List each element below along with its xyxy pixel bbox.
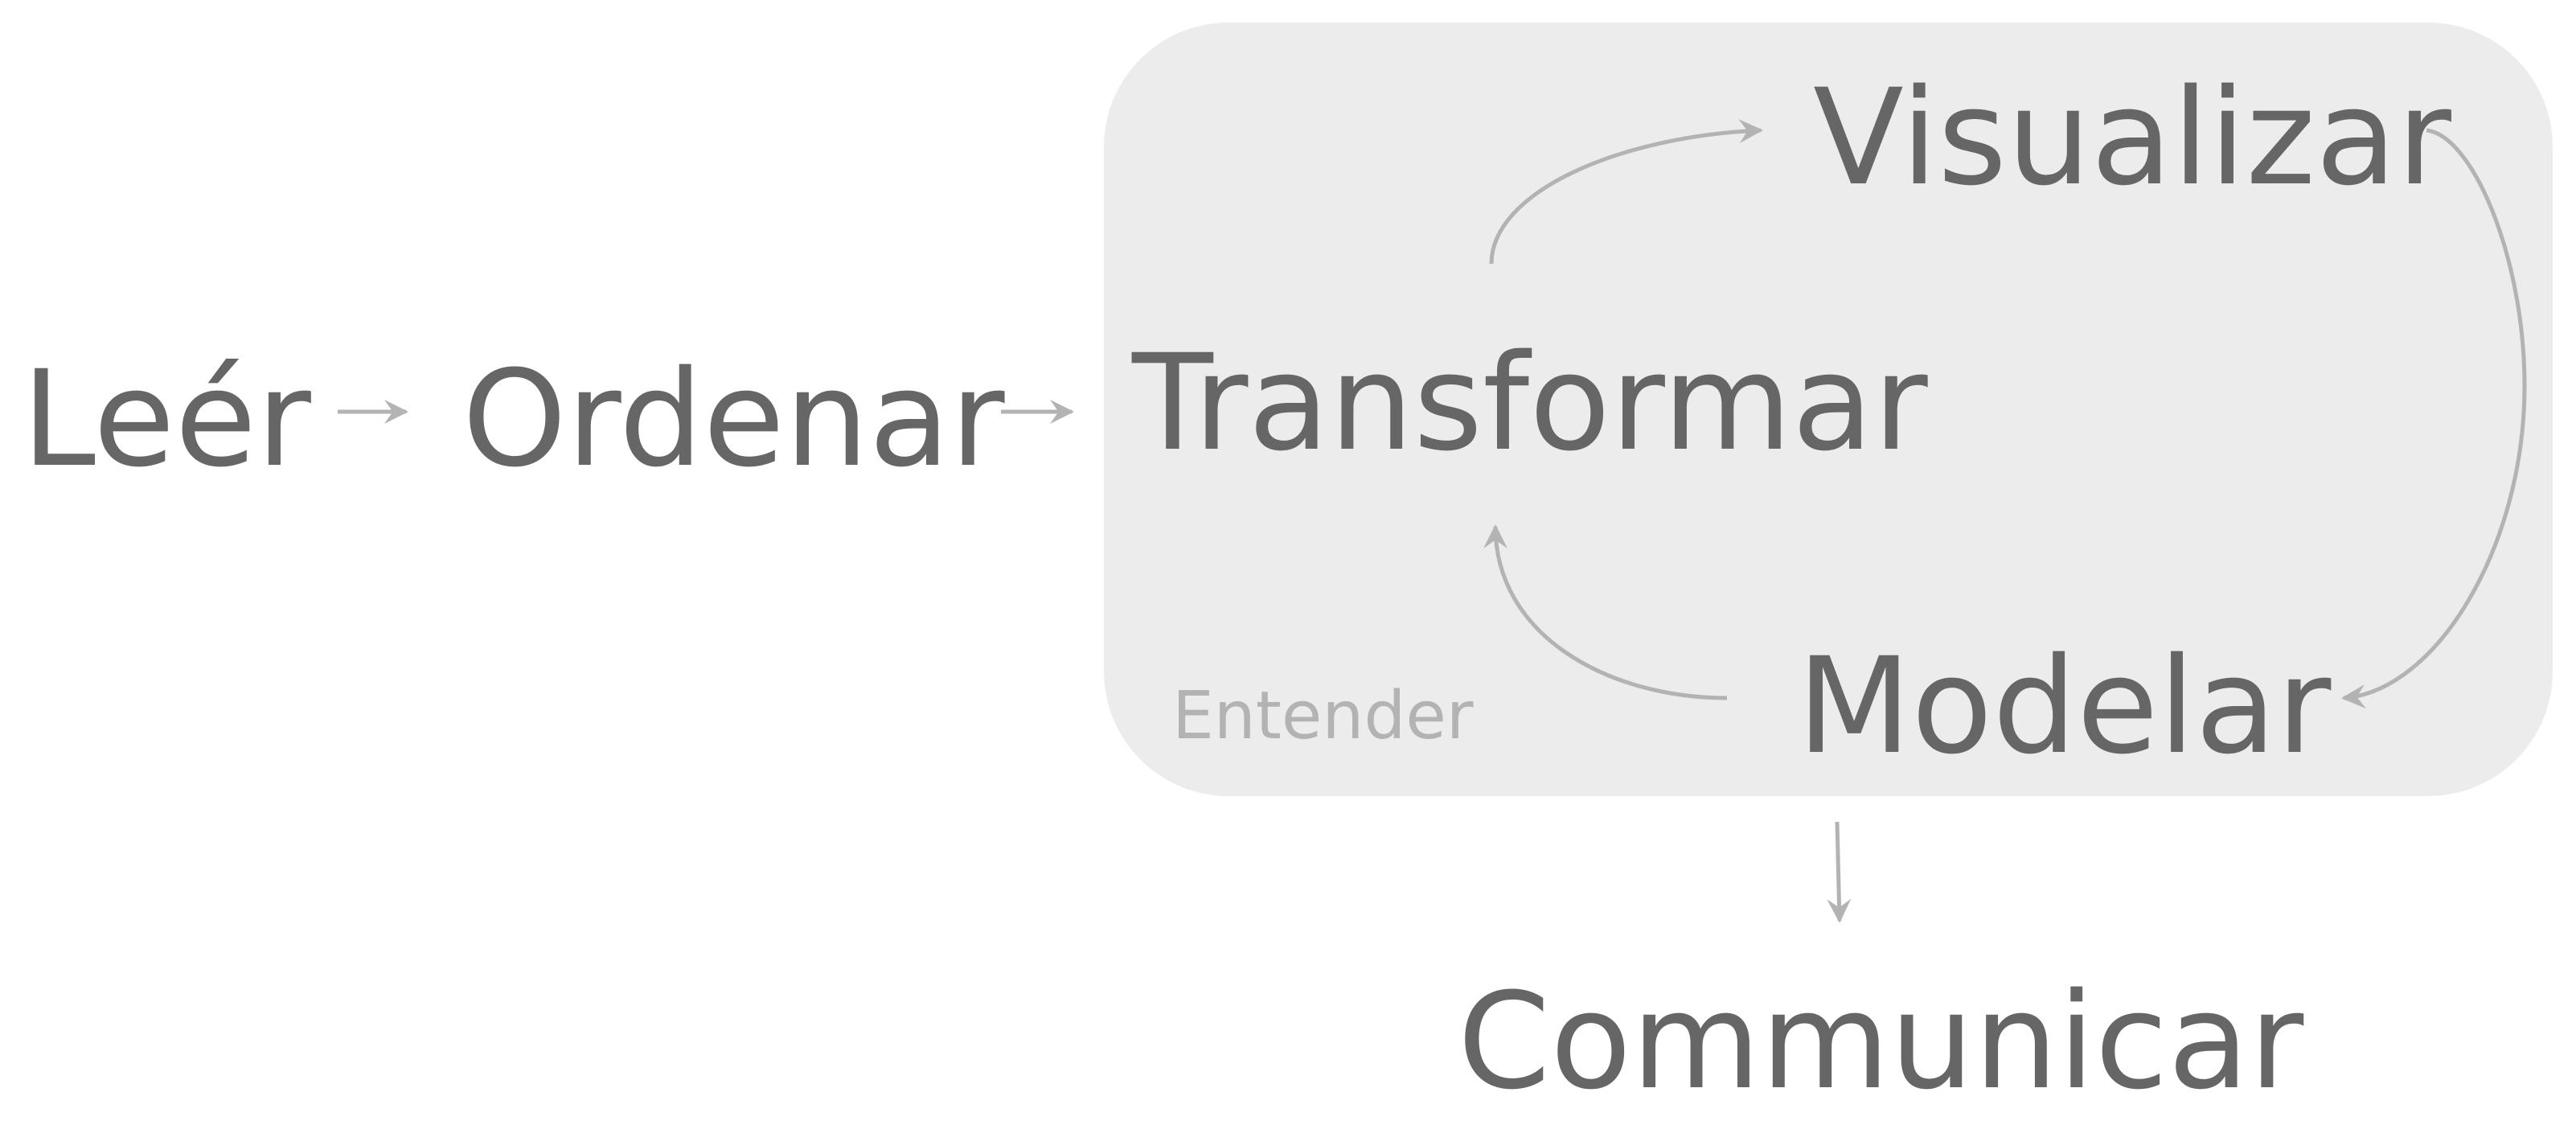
node-leer: Leér xyxy=(22,342,311,496)
understand-box-label: Entender xyxy=(1172,678,1474,754)
arrow-modelar-to-transformar xyxy=(1483,524,1728,700)
arrow-modelar-to-comunicar xyxy=(1827,821,1852,923)
nodes: Leér Ordenar Transformar Visualizar Mode… xyxy=(22,60,2451,1119)
node-comunicar: Communicar xyxy=(1458,964,2303,1119)
arrow-visualizar-to-modelar xyxy=(2341,128,2527,709)
arrows xyxy=(338,119,2527,923)
node-ordenar: Ordenar xyxy=(462,342,1005,496)
node-transformar: Transformar xyxy=(1131,326,1928,480)
arrow-transformar-to-visualizar xyxy=(1489,119,1763,265)
node-visualizar: Visualizar xyxy=(1813,60,2451,215)
understand-box xyxy=(1104,23,2553,796)
node-modelar: Modelar xyxy=(1797,629,2332,783)
